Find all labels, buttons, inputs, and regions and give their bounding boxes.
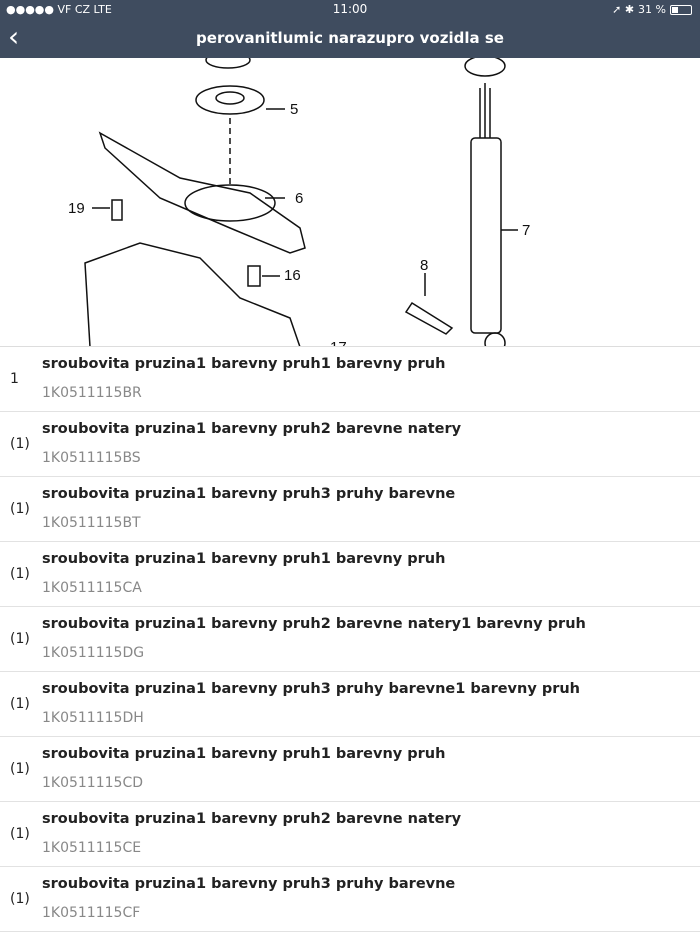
nav-bar: ‹ perovanitlumic narazupro vozidla se [0,19,700,58]
part-name: sroubovita pruzina1 barevny pruh1 barevn… [42,746,446,762]
part-quantity: (1) [10,436,30,452]
diagram-drawing [84,58,518,346]
part-name: sroubovita pruzina1 barevny pruh2 barevn… [42,811,462,827]
part-name: sroubovita pruzina1 barevny pruh3 pruhy … [42,486,456,502]
part-number: 1K0511115BS [42,450,141,466]
part-number: 1K0511115CD [42,775,143,791]
status-bar: ●●●●● VF CZ LTE 11:00 ➚ ✱ 31 % [0,0,700,19]
part-quantity: (1) [10,696,30,712]
part-row[interactable]: (1) sroubovita pruzina1 barevny pruh3 pr… [0,867,700,932]
part-number: 1K0511115DH [42,710,144,726]
battery-percent: 31 % [638,3,666,16]
callout-17[interactable]: 17 [330,339,347,346]
clock: 11:00 [332,2,368,16]
callout-16[interactable]: 16 [284,267,301,284]
part-row[interactable]: (1) sroubovita pruzina1 barevny pruh3 pr… [0,477,700,542]
part-number: 1K0511115DG [42,645,145,661]
callout-8[interactable]: 8 [420,257,429,274]
battery-icon [670,4,692,15]
part-quantity: (1) [10,631,30,647]
location-bluetooth-icon: ➚ ✱ [612,3,635,16]
part-number: 1K0511115CA [42,580,142,596]
part-row[interactable]: (1) sroubovita pruzina1 barevny pruh2 ba… [0,802,700,867]
page-title: perovanitlumic narazupro vozidla se [196,29,504,47]
part-name: sroubovita pruzina1 barevny pruh3 pruhy … [42,876,456,892]
part-row[interactable]: (1) sroubovita pruzina1 barevny pruh2 ba… [0,412,700,477]
part-quantity: (1) [10,891,30,907]
part-name: sroubovita pruzina1 barevny pruh3 pruhy … [42,681,581,697]
part-number: 1K0511115BR [42,385,142,401]
part-name: sroubovita pruzina1 barevny pruh1 barevn… [42,551,446,567]
back-icon[interactable]: ‹ [8,20,20,53]
parts-list: 1 sroubovita pruzina1 barevny pruh1 bare… [0,347,700,932]
part-row[interactable]: 1 sroubovita pruzina1 barevny pruh1 bare… [0,347,700,412]
part-quantity: (1) [10,501,30,517]
callout-7[interactable]: 7 [522,222,531,239]
part-number: 1K0511115CE [42,840,142,856]
part-number: 1K0511115CF [42,905,141,921]
carrier: ●●●●● VF CZ LTE [6,3,112,16]
callout-19[interactable]: 19 [68,200,85,217]
callout-6[interactable]: 6 [295,190,304,207]
part-quantity: (1) [10,566,30,582]
part-quantity: 1 [10,371,19,387]
part-row[interactable]: (1) sroubovita pruzina1 barevny pruh1 ba… [0,542,700,607]
callout-5[interactable]: 5 [290,101,299,118]
part-quantity: (1) [10,826,30,842]
part-row[interactable]: (1) sroubovita pruzina1 barevny pruh2 ba… [0,607,700,672]
part-name: sroubovita pruzina1 barevny pruh2 barevn… [42,616,586,632]
part-name: sroubovita pruzina1 barevny pruh2 barevn… [42,421,462,437]
header: ●●●●● VF CZ LTE 11:00 ➚ ✱ 31 % ‹ perovan… [0,0,700,58]
part-quantity: (1) [10,761,30,777]
part-row[interactable]: (1) sroubovita pruzina1 barevny pruh3 pr… [0,672,700,737]
part-row[interactable]: (1) sroubovita pruzina1 barevny pruh1 ba… [0,737,700,802]
part-number: 1K0511115BT [42,515,141,531]
part-name: sroubovita pruzina1 barevny pruh1 barevn… [42,356,446,372]
parts-diagram[interactable]: 5 6 19 16 7 8 17 [0,58,700,347]
